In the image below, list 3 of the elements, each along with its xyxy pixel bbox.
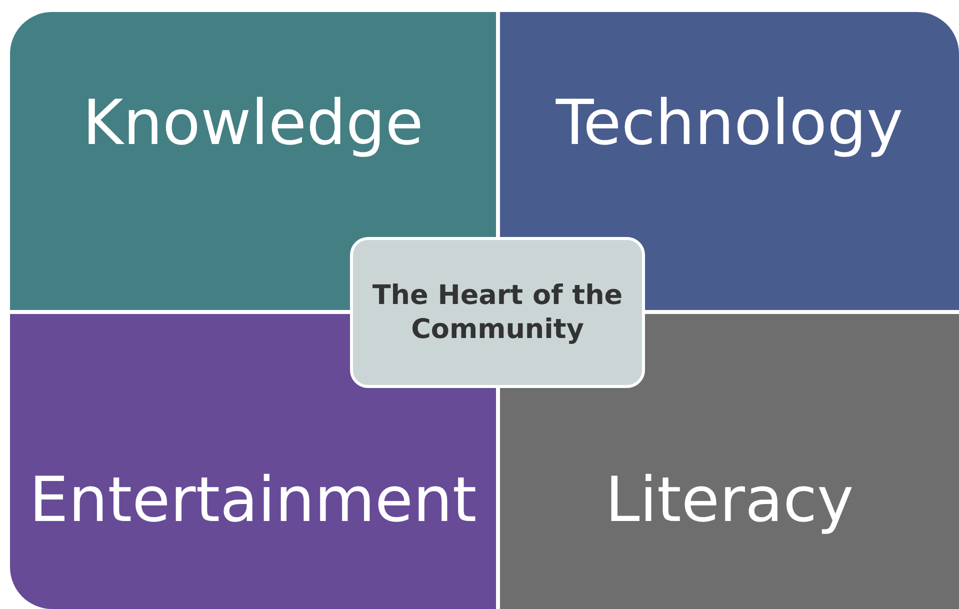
center-title: The Heart of the Community: [371, 278, 624, 346]
center-box: [350, 237, 645, 388]
quadrant-title: Entertainment: [29, 469, 477, 531]
